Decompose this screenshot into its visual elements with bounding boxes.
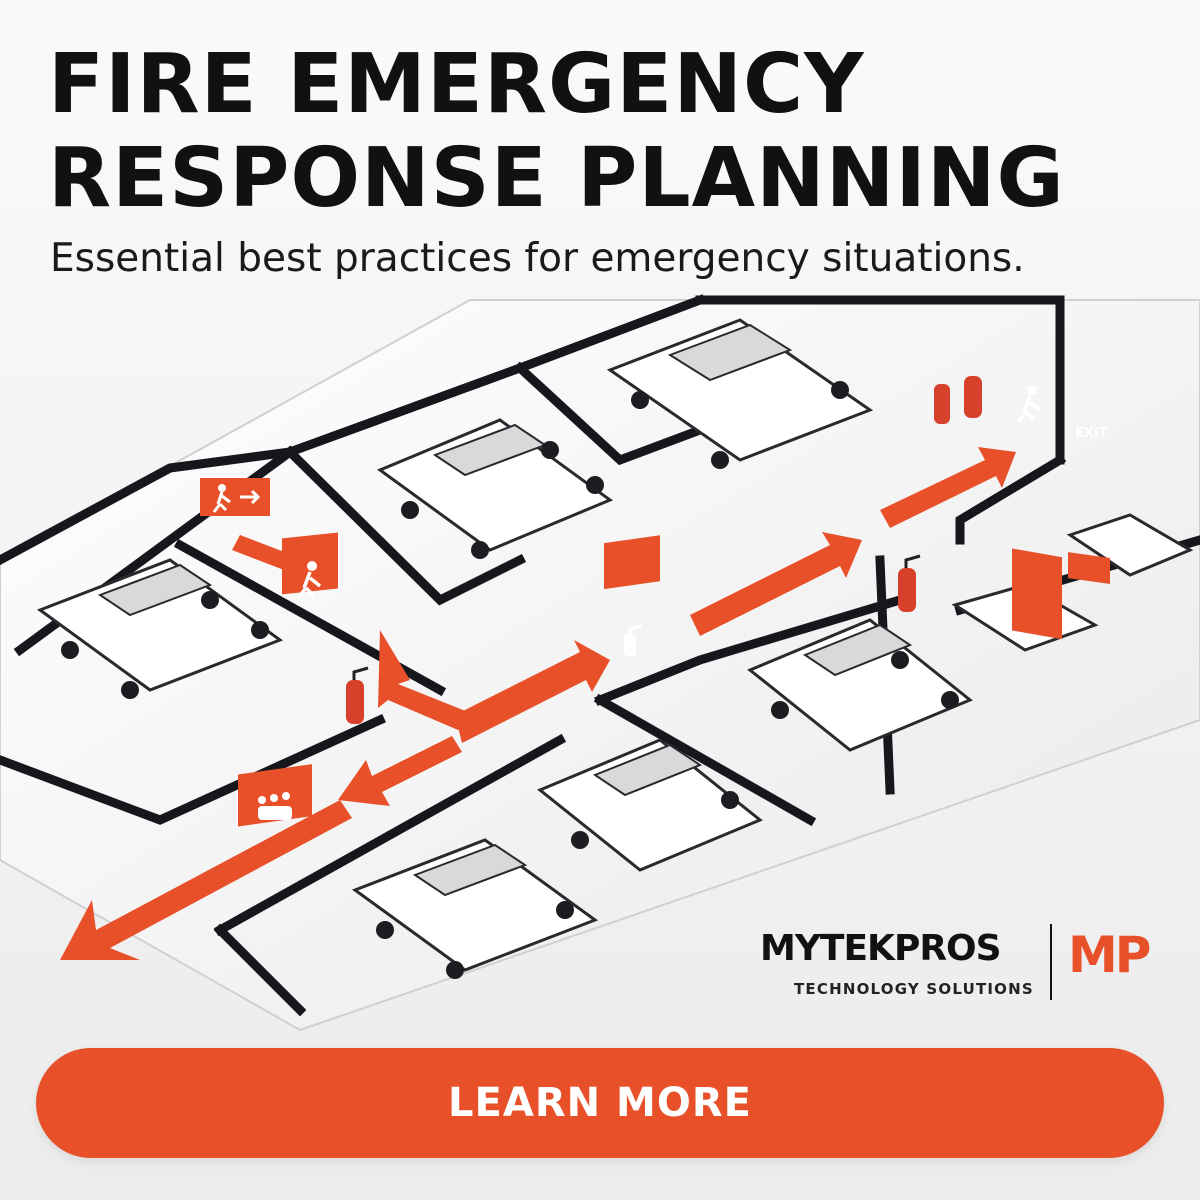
desk-cluster	[747, 618, 973, 752]
headline-line-2: RESPONSE PLANNING	[48, 131, 1065, 226]
subtitle: Essential best practices for emergency s…	[50, 236, 1025, 281]
exit-running-man-icon	[200, 478, 270, 516]
desk-cluster	[351, 838, 599, 979]
learn-more-label: LEARN MORE	[448, 1080, 752, 1126]
route-arrow-up	[378, 630, 468, 730]
brand-logo: MYTEKPROS TECHNOLOGY SOLUTIONS MP	[756, 924, 1176, 1004]
learn-more-button[interactable]: LEARN MORE	[36, 1048, 1164, 1158]
fire-extinguisher-icon	[934, 376, 982, 424]
fire-extinguisher-icon	[604, 535, 660, 656]
headline-line-1: FIRE EMERGENCY	[48, 37, 865, 132]
evacuation-route	[60, 447, 1016, 960]
exit-sign-label: EXIT	[1075, 426, 1108, 441]
fire-extinguisher-icon	[346, 666, 369, 724]
fire-extinguishers	[346, 376, 982, 724]
brand-tagline: TECHNOLOGY SOLUTIONS	[794, 980, 1034, 998]
headline: FIRE EMERGENCY RESPONSE PLANNING	[48, 38, 1065, 226]
route-dash	[232, 535, 292, 570]
brand-divider	[1050, 924, 1052, 1000]
workstation-clusters	[36, 318, 1194, 979]
route-arrow-back	[338, 736, 462, 806]
brand-name: MYTEKPROS	[760, 928, 1002, 969]
desk-cluster	[606, 318, 874, 469]
evacuation-floor-plan-illustration: EXIT	[0, 294, 1200, 1032]
route-arrow-exit-segment-2	[690, 532, 862, 636]
route-arrow-exit-segment-1	[455, 640, 610, 743]
fire-extinguisher-icon	[898, 554, 921, 612]
desk-cluster	[376, 418, 614, 559]
route-arrow-exit-segment-3	[880, 447, 1016, 528]
exit-sign: EXIT	[1012, 385, 1110, 640]
route-arrow-main	[60, 800, 352, 960]
desk-cluster	[36, 558, 284, 699]
brand-mark: MP	[1068, 926, 1151, 984]
assembly-point-icon	[238, 764, 312, 827]
safety-signs: EXIT	[200, 385, 1110, 827]
desk-cluster	[537, 738, 763, 872]
exit-running-man-icon	[282, 532, 338, 600]
